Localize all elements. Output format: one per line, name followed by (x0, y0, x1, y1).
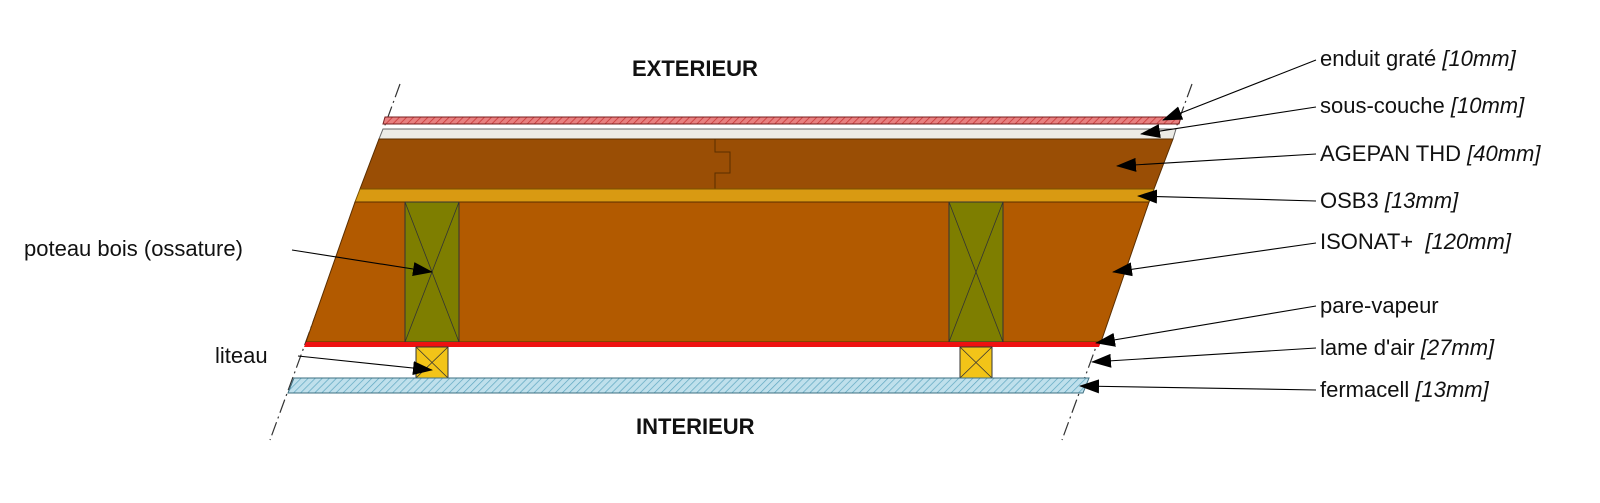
layer-name: AGEPAN THD (1320, 141, 1461, 166)
layer-thickness: [10mm] (1450, 93, 1525, 118)
layer-undercoat (378, 128, 1177, 140)
arrow-render (1162, 59, 1317, 121)
arrow-post (291, 249, 433, 276)
batten-label: liteau (215, 343, 268, 368)
layer-label-osb: OSB3 [13mm] (1320, 188, 1458, 214)
layer-thickness: [10mm] (1442, 46, 1516, 71)
arrow-fermacell (1079, 379, 1317, 394)
layer-name: enduit graté (1320, 46, 1437, 71)
arrow-osb (1137, 189, 1317, 204)
layer-thickness: [13mm] (1415, 377, 1489, 402)
layer-label-air-gap: lame d'air [27mm] (1320, 335, 1494, 361)
layer-vapour-barrier (304, 342, 1101, 347)
layer-label-insulation: ISONAT+ [120mm] (1320, 229, 1511, 255)
layer-name: lame d'air (1320, 335, 1415, 360)
post-label: poteau bois (ossature) (24, 236, 243, 261)
batten-right (959, 346, 993, 379)
arrow-batten (297, 355, 433, 375)
arrow-agepan (1116, 153, 1317, 172)
arrow-air-gap (1091, 347, 1317, 368)
layer-fermacell (287, 377, 1090, 394)
layer-thickness: [40mm] (1467, 141, 1541, 166)
layer-render (382, 116, 1182, 125)
batten-left (415, 346, 449, 379)
layer-name: fermacell (1320, 377, 1410, 402)
agepan-joint (714, 139, 731, 189)
layer-thickness: [120mm] (1425, 229, 1511, 254)
layer-name: OSB3 (1320, 188, 1379, 213)
layer-label-undercoat: sous-couche [10mm] (1320, 93, 1524, 119)
arrow-insulation (1112, 242, 1317, 277)
exterior-label: EXTERIEUR (632, 56, 758, 81)
layer-name: sous-couche (1320, 93, 1445, 118)
layer-name: pare-vapeur (1320, 293, 1439, 318)
interior-label: INTERIEUR (636, 414, 755, 439)
layer-label-agepan: AGEPAN THD [40mm] (1320, 141, 1540, 167)
layer-thickness: [27mm] (1420, 335, 1495, 360)
left-break-line (269, 83, 401, 441)
layer-thickness: [13mm] (1384, 188, 1459, 213)
layer-agepan (359, 138, 1174, 190)
layer-osb (354, 188, 1155, 203)
layer-label-render: enduit graté [10mm] (1320, 46, 1516, 72)
arrow-vapour-barrier (1095, 305, 1317, 347)
arrow-undercoat (1140, 106, 1317, 139)
layer-label-vapour-barrier: pare-vapeur (1320, 293, 1439, 319)
wood-post-right (948, 201, 1004, 343)
layer-label-fermacell: fermacell [13mm] (1320, 377, 1489, 403)
layer-name: ISONAT+ (1320, 229, 1420, 254)
